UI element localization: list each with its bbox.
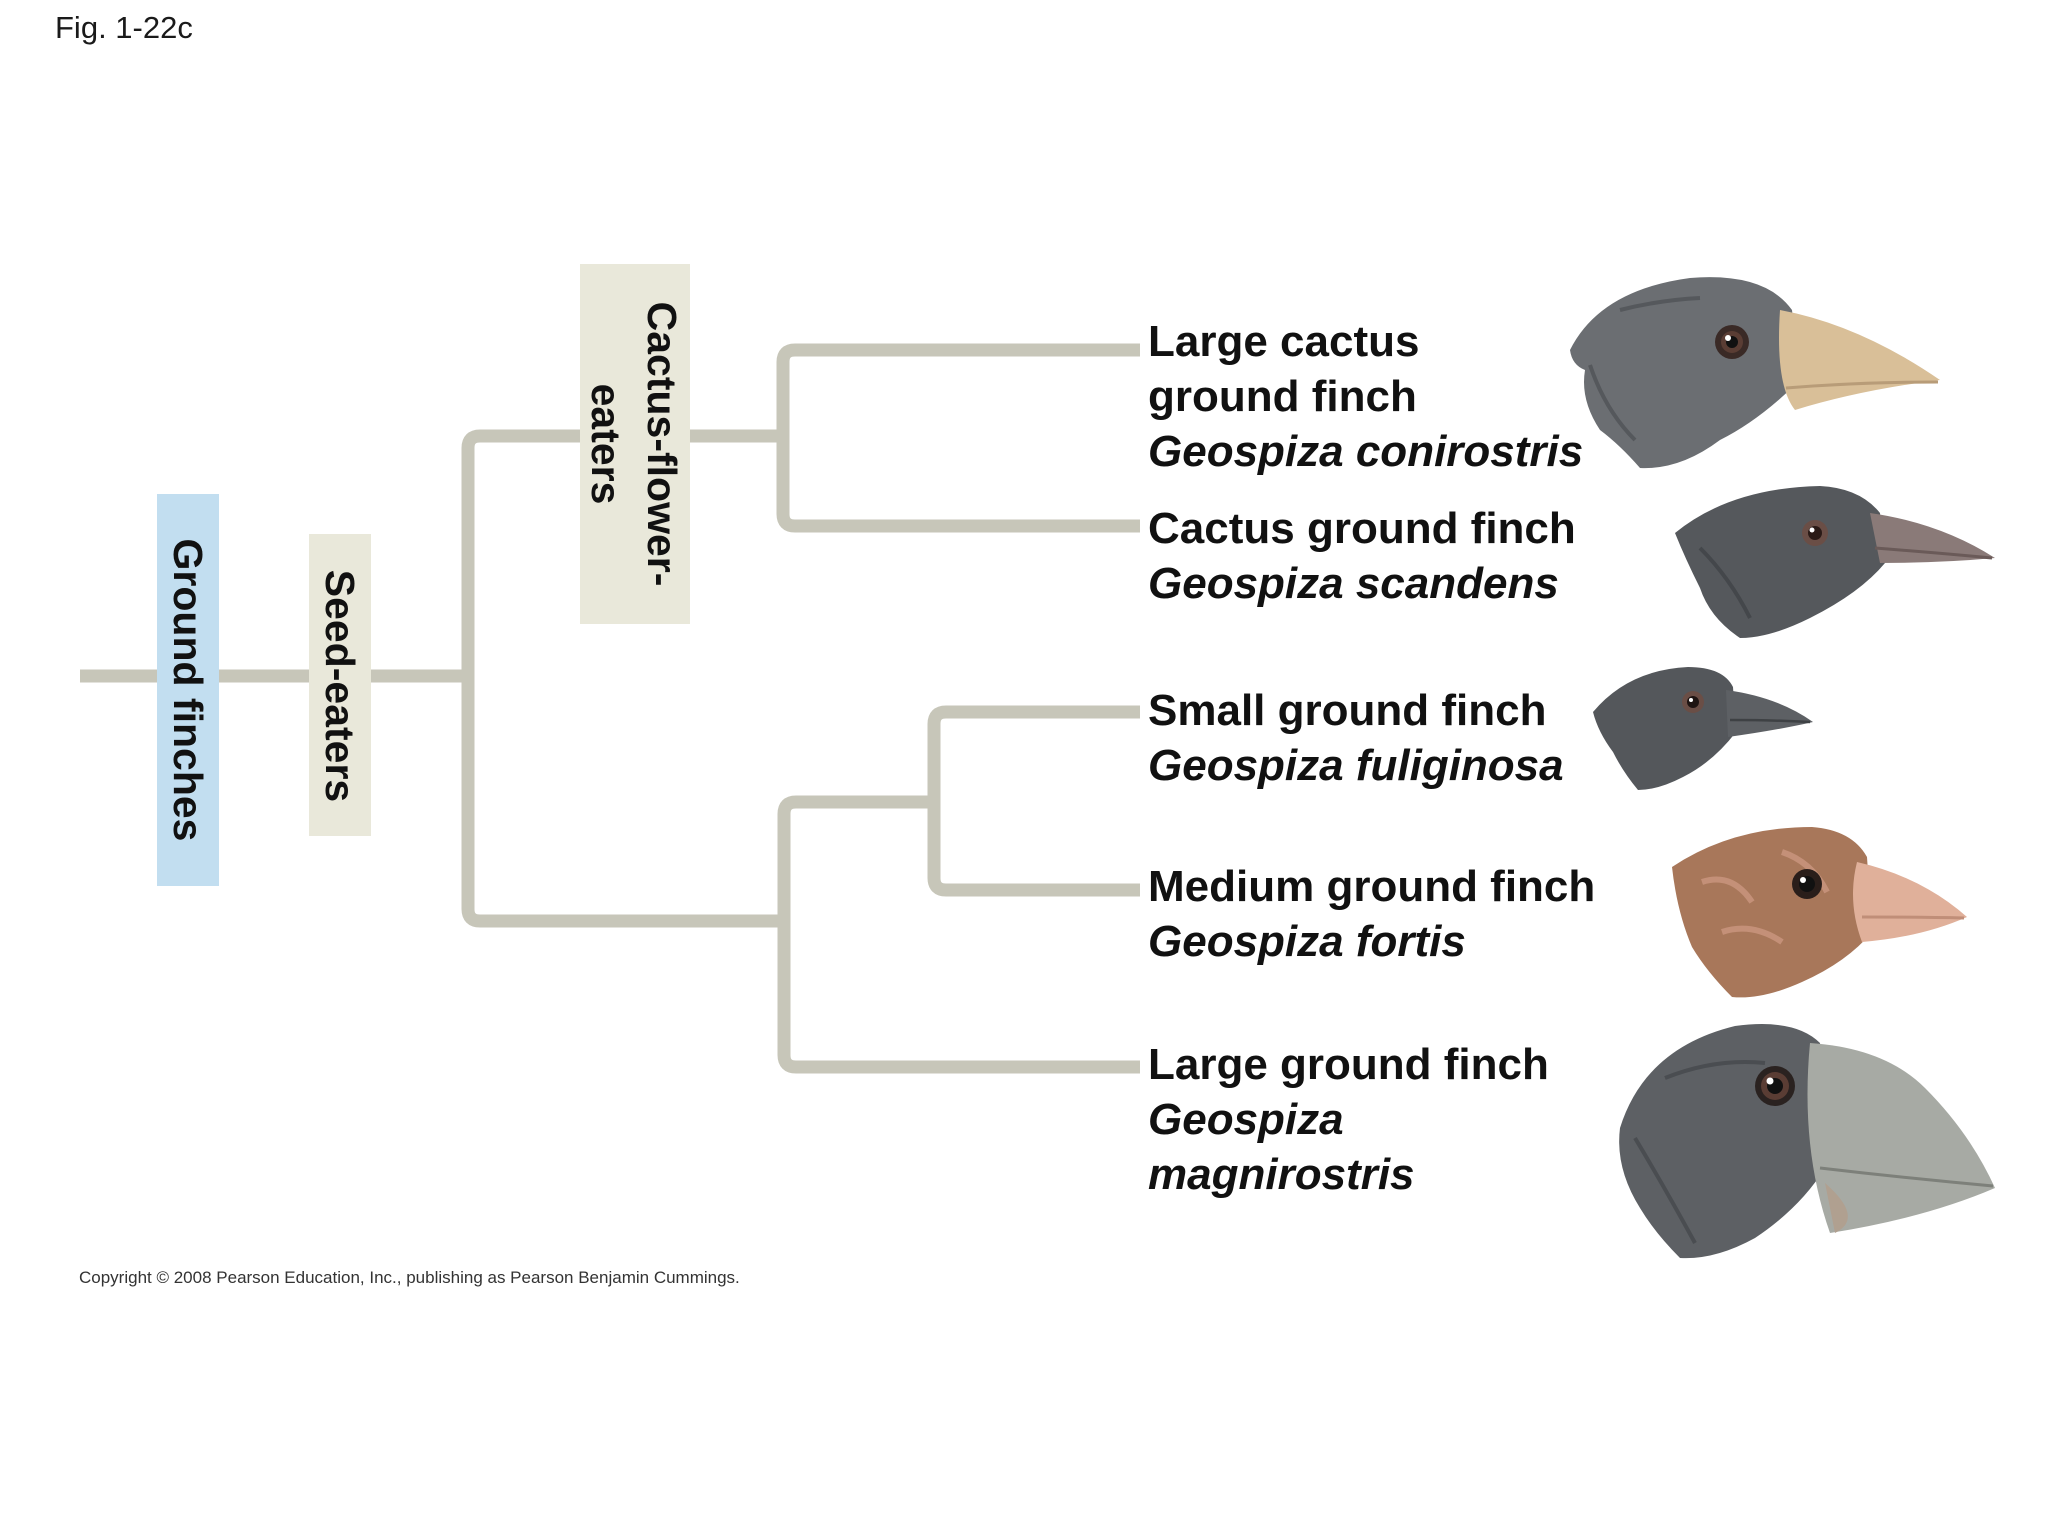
small-ground-finch-head-icon xyxy=(1593,667,1813,790)
species-common-name: ground finch xyxy=(1148,372,1417,421)
ground-split xyxy=(777,795,1140,1074)
species-large-ground-finch: Large ground finch Geospiza magnirostris xyxy=(1148,1037,1549,1202)
species-common-name: Large cactus xyxy=(1148,317,1420,366)
species-common-name: Small ground finch xyxy=(1148,686,1547,735)
species-common-name: Cactus ground finch xyxy=(1148,504,1576,553)
seed-eaters-box xyxy=(309,534,371,836)
cactus-flower-eaters-label-line1: Cactus-flower- xyxy=(639,301,685,587)
species-latin-name: Geospiza fortis xyxy=(1148,917,1466,966)
species-latin-name: Geospiza xyxy=(1148,1095,1344,1144)
species-latin-name: Geospiza conirostris xyxy=(1148,427,1584,476)
species-small-ground-finch: Small ground finch Geospiza fuliginosa xyxy=(1148,683,1564,793)
small-medium-split xyxy=(927,705,1140,897)
species-large-cactus-ground-finch: Large cactus ground finch Geospiza conir… xyxy=(1148,314,1583,479)
species-common-name: Medium ground finch xyxy=(1148,862,1596,911)
large-cactus-ground-finch-head-icon xyxy=(1570,277,1940,469)
seed-eaters-split xyxy=(461,429,784,928)
cactus-flower-eaters-box xyxy=(580,264,690,624)
species-cactus-ground-finch: Cactus ground finch Geospiza scandens xyxy=(1148,501,1576,611)
medium-ground-finch-head-icon xyxy=(1672,827,1967,998)
species-latin-name: magnirostris xyxy=(1148,1150,1415,1199)
cactus-split xyxy=(776,343,1140,533)
species-latin-name: Geospiza fuliginosa xyxy=(1148,741,1564,790)
cactus-flower-eaters-label-line2: eaters xyxy=(583,383,629,505)
ground-finches-label: Ground finches xyxy=(165,538,211,842)
species-common-name: Large ground finch xyxy=(1148,1040,1549,1089)
cactus-ground-finch-head-icon xyxy=(1675,486,1995,638)
figure-label: Fig. 1-22c xyxy=(55,10,193,45)
species-latin-name: Geospiza scandens xyxy=(1148,559,1559,608)
copyright-notice: Copyright © 2008 Pearson Education, Inc.… xyxy=(79,1268,740,1287)
large-ground-finch-head-icon xyxy=(1619,1024,1995,1259)
species-medium-ground-finch: Medium ground finch Geospiza fortis xyxy=(1148,859,1595,969)
seed-eaters-label: Seed-eaters xyxy=(317,569,363,803)
ground-finches-box xyxy=(157,494,219,886)
